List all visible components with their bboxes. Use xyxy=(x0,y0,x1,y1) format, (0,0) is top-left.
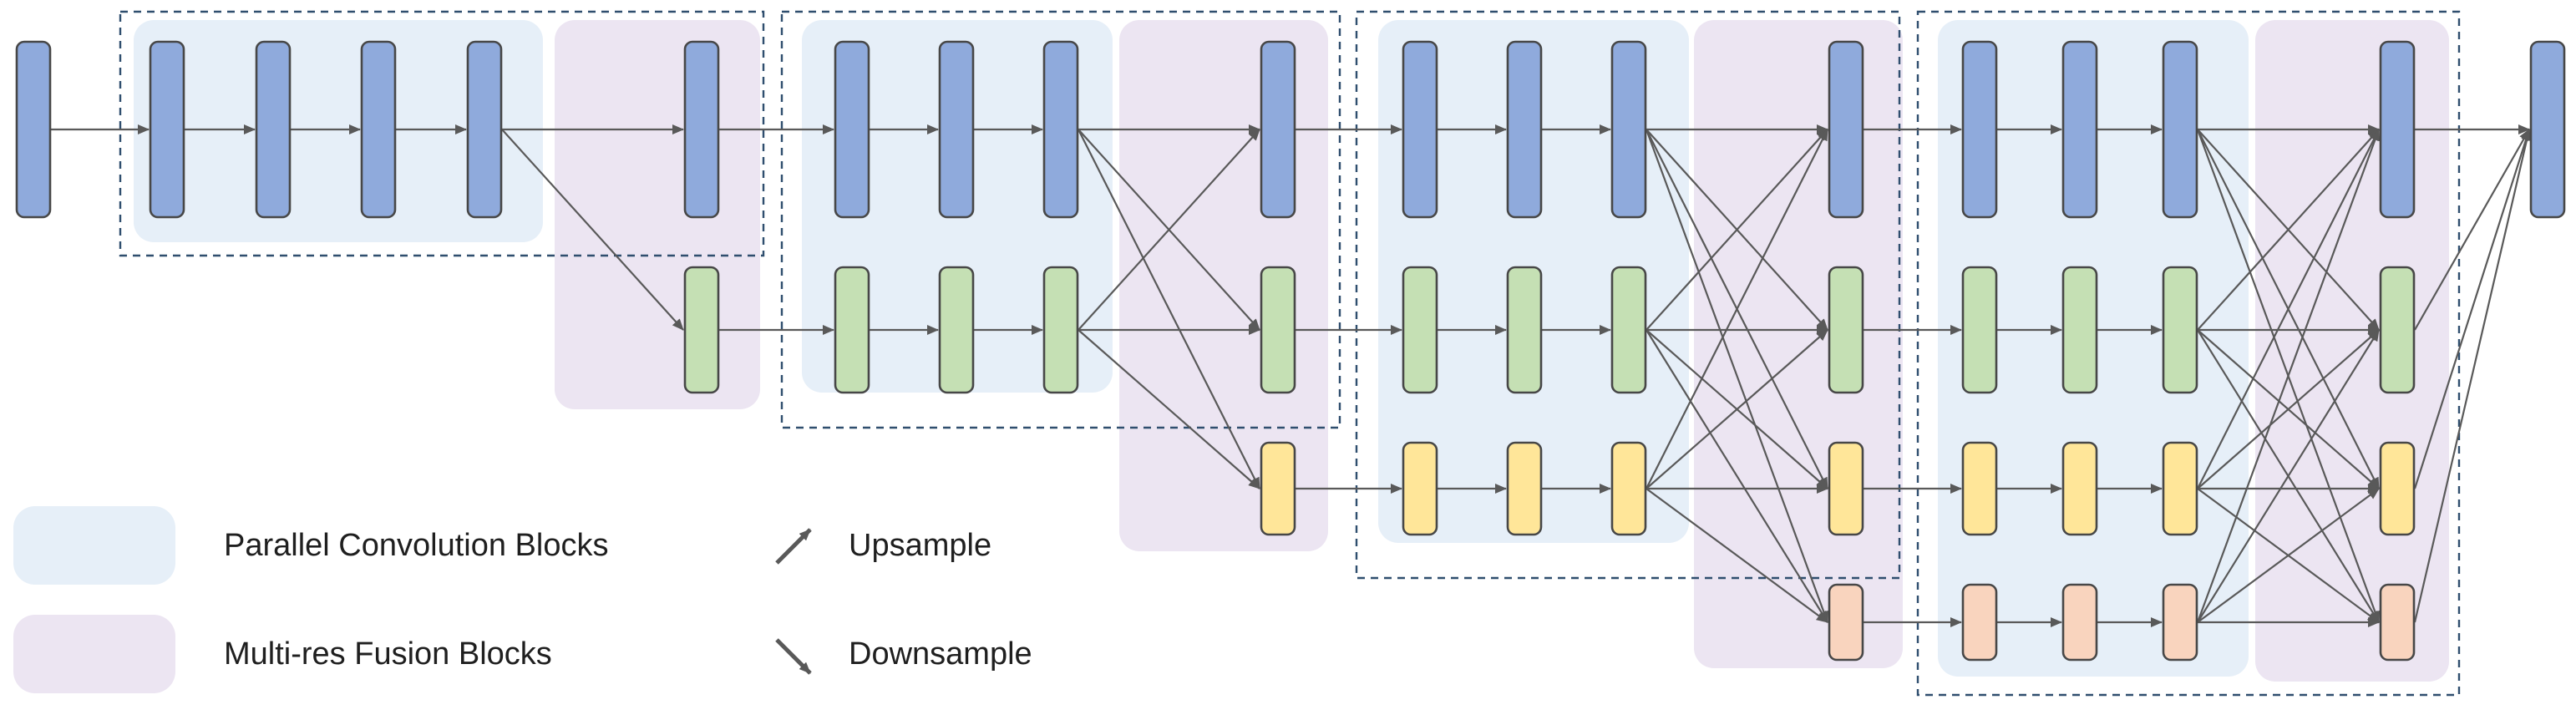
block-s4c3_3 xyxy=(2162,583,2198,662)
block-s1c2 xyxy=(255,40,292,219)
edge-s3c3_2-s3f3 xyxy=(1645,488,1828,623)
block-s2f1 xyxy=(1260,266,1296,394)
block-s3c3_0 xyxy=(1610,40,1647,219)
parallel-conv-region xyxy=(134,20,543,242)
edge-s4c3_1-s4f0 xyxy=(2197,129,2380,331)
block-s2c2_1 xyxy=(938,266,975,394)
edge-s3c3_2-s3f0 xyxy=(1645,129,1828,489)
block-s1f1 xyxy=(683,266,720,394)
block-s3c1_0 xyxy=(1402,40,1438,219)
edge-s4c3_2-s4f0 xyxy=(2197,129,2380,489)
fusion-region xyxy=(555,20,760,409)
block-s1c4 xyxy=(466,40,503,219)
block-s3c2_0 xyxy=(1506,40,1543,219)
block-s2f2 xyxy=(1260,441,1296,536)
stage-box xyxy=(1916,10,2461,697)
block-s4c3_0 xyxy=(2162,40,2198,219)
block-s3c1_2 xyxy=(1402,441,1438,536)
stage-box xyxy=(119,10,765,257)
block-s2c1_0 xyxy=(834,40,870,219)
edge-s2c3_1-s2f2 xyxy=(1078,329,1260,489)
edge-s4c3_3-s4f1 xyxy=(2197,329,2380,623)
block-s3f0 xyxy=(1828,40,1864,219)
edge-s4f2-out xyxy=(2413,129,2531,489)
edge-s4f3-out xyxy=(2413,129,2532,623)
edge-s3c3_1-s3f3 xyxy=(1645,329,1828,623)
upsample-arrow-icon xyxy=(775,528,812,565)
block-s4f1 xyxy=(2379,266,2416,394)
downsample-arrow-icon xyxy=(775,638,812,675)
block-s2c2_0 xyxy=(938,40,975,219)
stage-box xyxy=(780,10,1341,429)
block-s4c1_0 xyxy=(1961,40,1998,219)
parallel-conv-swatch xyxy=(13,506,175,585)
block-s4c3_1 xyxy=(2162,266,2198,394)
block-s3c1_1 xyxy=(1402,266,1438,394)
block-s3c2_1 xyxy=(1506,266,1543,394)
edge-s3c3_1-s3f0 xyxy=(1645,129,1828,331)
block-s3c2_2 xyxy=(1506,441,1543,536)
fusion-region xyxy=(2255,20,2449,682)
legend-label-upsample: Upsample xyxy=(849,527,992,563)
block-s4c1_1 xyxy=(1961,266,1998,394)
block-s1c3 xyxy=(360,40,397,219)
block-in xyxy=(15,40,52,219)
block-s3c3_1 xyxy=(1610,266,1647,394)
edge-s4c3_3-s4f2 xyxy=(2197,488,2380,623)
edge-s3c3_0-s3f3 xyxy=(1645,129,1829,623)
edge-s4c3_3-s4f0 xyxy=(2196,129,2381,623)
multires-fusion-swatch xyxy=(13,615,175,693)
block-s2c3_1 xyxy=(1042,266,1079,394)
legend-label-multires-fusion: Multi-res Fusion Blocks xyxy=(224,636,552,672)
stage-box xyxy=(1355,10,1901,580)
block-s4c3_2 xyxy=(2162,441,2198,536)
edge-s2c3_1-s2f0 xyxy=(1078,129,1260,331)
legend-label-parallel-conv: Parallel Convolution Blocks xyxy=(224,527,609,563)
block-s3f1 xyxy=(1828,266,1864,394)
block-s4f0 xyxy=(2379,40,2416,219)
edge-s2c3_0-s2f2 xyxy=(1078,129,1260,489)
edge-s4c3_2-s4f1 xyxy=(2197,329,2380,489)
block-s4c2_2 xyxy=(2061,441,2098,536)
block-s4f2 xyxy=(2379,441,2416,536)
block-s3c3_2 xyxy=(1610,441,1647,536)
block-s4c2_3 xyxy=(2061,583,2098,662)
fusion-region xyxy=(1119,20,1328,551)
block-s2c3_0 xyxy=(1042,40,1079,219)
block-s2f0 xyxy=(1260,40,1296,219)
block-s2c1_1 xyxy=(834,266,870,394)
edge-s4f1-out xyxy=(2414,129,2530,331)
block-s1f0 xyxy=(683,40,720,219)
block-out xyxy=(2529,40,2566,219)
block-s1c1 xyxy=(149,40,185,219)
block-s4c2_0 xyxy=(2061,40,2098,219)
block-s4f3 xyxy=(2379,583,2416,662)
legend-label-downsample: Downsample xyxy=(849,636,1032,672)
block-s3f3 xyxy=(1828,583,1864,662)
block-s3f2 xyxy=(1828,441,1864,536)
edge-s1c4-s1f1 xyxy=(501,129,684,331)
block-s4c1_3 xyxy=(1961,583,1998,662)
block-s4c2_1 xyxy=(2061,266,2098,394)
block-s4c1_2 xyxy=(1961,441,1998,536)
edge-s3c3_2-s3f1 xyxy=(1645,329,1828,489)
